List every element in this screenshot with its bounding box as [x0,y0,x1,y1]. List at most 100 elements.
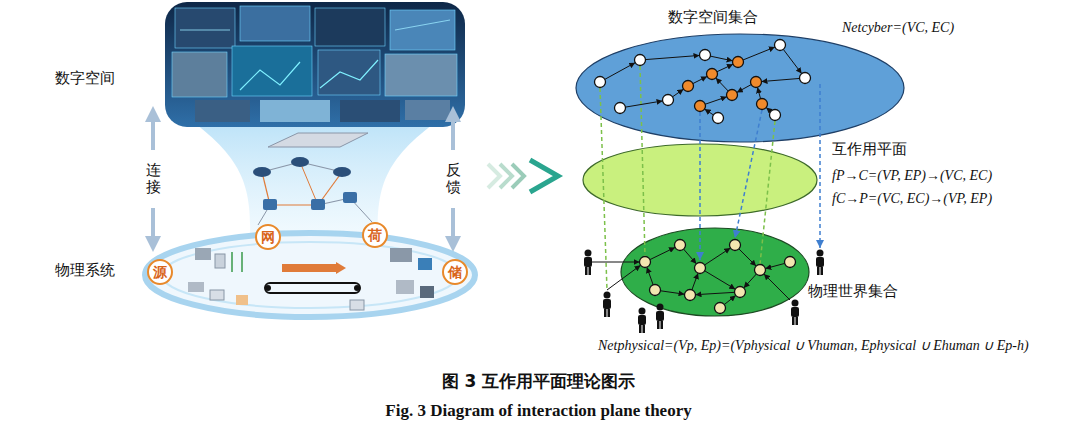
human-icons [603,292,611,318]
ellipse-outline [583,144,817,216]
digital-panel [385,54,457,96]
physical-ring [162,242,458,308]
human-icons [584,257,592,267]
cyber-network [713,113,724,124]
human-icons [791,307,799,317]
chevron-arrow [530,160,558,192]
physical-ring [210,290,224,300]
human-icons [584,250,592,276]
resource-label: 储 [448,265,462,279]
human-icons [792,300,799,307]
resource-label: 网 [261,230,275,244]
link-arrows [451,114,455,150]
physical-ring [145,233,475,317]
digital-panel [340,100,400,122]
network-layer [253,167,271,177]
physical-ring [195,248,211,260]
resource-circle: 储 [442,259,468,285]
physical-network [715,303,726,314]
human-icons [657,304,664,311]
set-ellipse: 数字空间集合 [575,33,905,143]
chevron-arrow [512,164,524,188]
physical-network [730,240,741,251]
human-icons [603,299,611,309]
physical-network [695,263,706,274]
physical-network [675,240,686,251]
digital-panel [318,50,380,95]
physical-ring [188,282,204,292]
set-formula: Netcyber=(VC, EC) [842,20,954,35]
cyber-network [635,55,646,66]
physical-ring [265,285,271,291]
human-icons [639,325,642,333]
layer-label: 数字空间 [55,70,115,87]
digital-panel [175,8,235,48]
physical-ring [420,286,434,298]
ellipse-outline [575,33,905,143]
cyber-network [695,101,706,112]
digital-panel [260,100,330,122]
human-icons [656,311,664,321]
human-icons [657,321,660,329]
human-icons [608,309,611,317]
vertical-label: 连接 [146,162,161,195]
physical-ring [336,262,346,274]
digital-panel [390,10,455,50]
link-arrows [151,208,155,244]
cyber-network [770,110,781,121]
cyber-network [700,50,711,61]
human-icons [816,250,824,276]
human-icons [638,315,646,325]
cyber-network [757,99,768,110]
cyber-network [800,73,811,84]
cyber-network [663,95,674,106]
network-layer [333,167,351,177]
physical-ring [265,283,360,293]
human-icons [791,300,799,326]
layer-label: 物理系统 [55,262,115,279]
human-icons [604,292,611,299]
cyber-network [775,40,786,51]
human-icons [638,308,646,334]
human-icons [817,267,820,275]
physical-ring [354,285,360,291]
human-icons [639,308,646,315]
cyber-network [727,90,738,101]
cross-layer-dashes [819,84,821,248]
digital-panel [315,8,385,46]
digital-panel [395,20,450,30]
digital-panel [165,2,465,127]
physical-ring [282,264,336,272]
digital-panel [165,2,465,127]
chevron-arrow [488,160,558,192]
physical-ring [350,300,364,310]
digital-panel [405,100,450,120]
human-icons [792,317,795,325]
link-arrows [153,114,453,244]
cyber-network [751,77,762,88]
digital-panel [172,52,227,97]
digital-panel [180,30,230,31]
resource-circle: 荷 [362,222,388,248]
human-icons [643,325,646,333]
physical-ring [145,233,475,317]
resource-label: 荷 [368,228,382,242]
english-caption: Fig. 3 Diagram of interaction plane theo… [0,402,1077,421]
human-icons [585,250,592,257]
cyber-network [615,103,626,114]
resource-circle: 源 [147,259,173,285]
human-icons [796,317,799,325]
cyber-network [707,69,718,80]
digital-panel [232,46,312,96]
digital-panel [240,6,310,41]
mapping-formula: fP→C=(VP, EP)→(VC, EC) [832,168,992,183]
ellipse-outline [576,34,904,142]
physical-network [685,290,696,301]
figure-caption: 图 3 互作用平面理论图示 [0,372,1077,391]
human-icons [589,267,592,275]
cyber-network [595,77,606,88]
link-arrows [151,114,155,150]
digital-panel [195,100,250,122]
digital-panel [240,62,300,90]
set-heading: 互作用平面 [832,141,907,158]
